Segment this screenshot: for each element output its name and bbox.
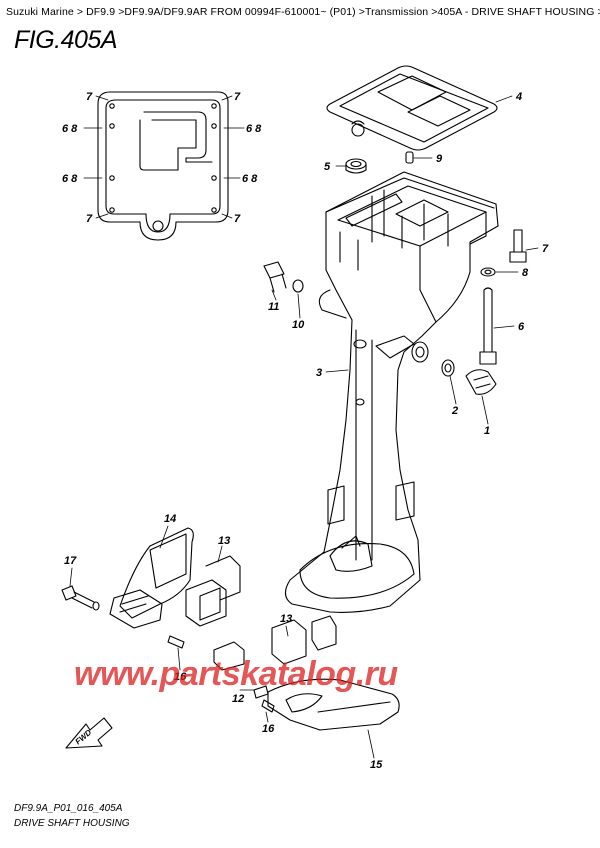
- callout-5: 5: [324, 161, 331, 173]
- mount-upper-drawing: [185, 555, 241, 627]
- long-bolt-drawing: [479, 287, 497, 365]
- callout-10: 10: [292, 319, 305, 331]
- fwd-arrow-icon: [65, 717, 113, 749]
- callout-7: 7: [86, 91, 93, 103]
- seal-and-pin-drawing: [345, 151, 414, 174]
- fwd-label: FWD: [73, 728, 93, 747]
- cover-drawing: [109, 527, 194, 629]
- drive-shaft-housing-drawing: [284, 171, 499, 613]
- callout-4: 4: [515, 91, 522, 103]
- callout-15: 15: [370, 759, 383, 771]
- pin-left-drawing: [167, 635, 185, 649]
- callout-13: 13: [280, 613, 292, 625]
- callout-7: 7: [234, 91, 241, 103]
- figure-title: FIG.405A: [14, 26, 118, 54]
- callout-6-8: 6 8: [246, 123, 262, 135]
- callout-7: 7: [234, 213, 241, 225]
- callout-11: 11: [268, 301, 279, 313]
- callout-13: 13: [218, 535, 230, 547]
- callout-1: 1: [484, 425, 490, 437]
- plug-and-gasket-drawing: [441, 359, 497, 395]
- breadcrumb: Suzuki Marine > DF9.9 >DF9.9A/DF9.9AR FR…: [6, 6, 600, 18]
- figure-code: DF9.9A_P01_016_405A: [14, 803, 123, 814]
- gasket-iso-drawing: [326, 65, 498, 151]
- callout-12: 12: [232, 693, 244, 705]
- bracket-drawing: [267, 678, 400, 731]
- callout-7: 7: [542, 243, 549, 255]
- callout-6-8: 6 8: [62, 123, 78, 135]
- leader-lines: [69, 95, 539, 759]
- mount-lower-drawing: [213, 615, 337, 671]
- callout-14: 14: [164, 513, 176, 525]
- bolt-11-drawing: [263, 261, 304, 293]
- bolt-and-washer-drawing: [480, 229, 527, 277]
- callout-17: 17: [64, 555, 77, 567]
- callout-16: 16: [262, 723, 275, 735]
- bolt-17-drawing: [61, 585, 100, 611]
- callout-6: 6: [518, 321, 525, 333]
- callout-8: 8: [522, 267, 529, 279]
- callout-7: 7: [86, 213, 93, 225]
- gasket-outline-drawing: [97, 91, 229, 241]
- callout-9: 9: [436, 153, 443, 165]
- callout-16: 16: [174, 671, 187, 683]
- callout-6-8: 6 8: [62, 173, 78, 185]
- callout-2: 2: [451, 405, 458, 417]
- figure-caption: DRIVE SHAFT HOUSING: [14, 818, 130, 829]
- callout-6-8: 6 8: [242, 173, 258, 185]
- watermark: www.partskatalog.ru: [74, 655, 398, 693]
- callout-3: 3: [316, 367, 322, 379]
